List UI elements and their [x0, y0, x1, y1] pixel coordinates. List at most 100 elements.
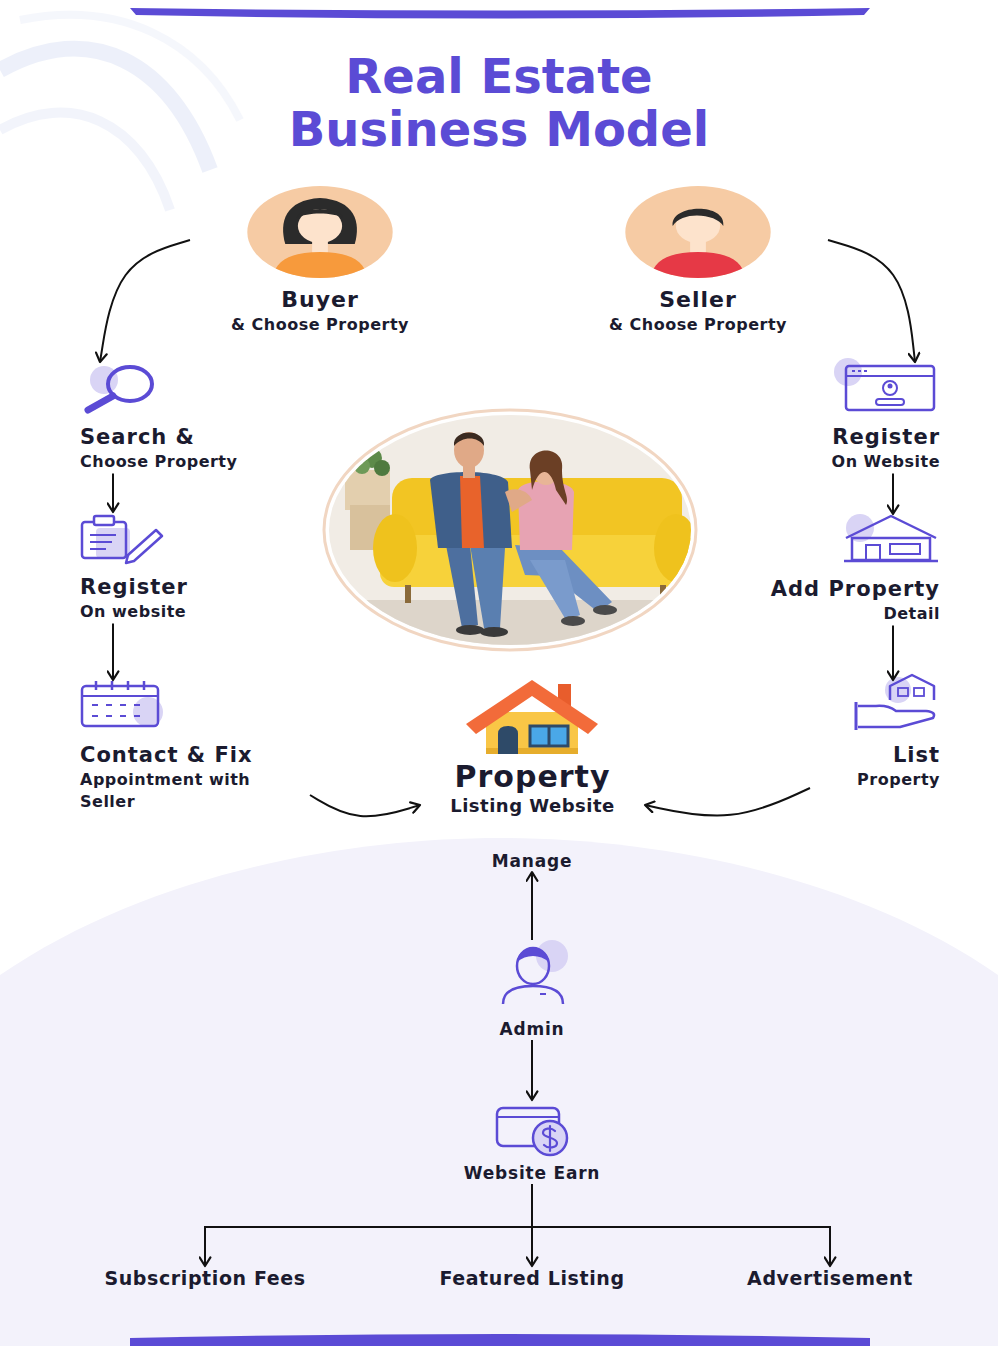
listing-house-icon: [466, 680, 598, 754]
house-icon-part: [846, 516, 936, 538]
couple-photo-part-part: [430, 472, 512, 548]
step-node: RegisterOn website: [80, 512, 310, 623]
couple-photo-part-part: [456, 625, 484, 635]
website-register-icon-part: [883, 381, 897, 395]
node-heading: Seller: [568, 286, 828, 314]
admin-icon-part: [540, 993, 546, 995]
wallet-icon-part: [543, 1126, 557, 1151]
register-icon-part: [94, 516, 114, 525]
step-node: ListProperty: [810, 680, 940, 791]
flow-arrow: [531, 872, 533, 940]
calendar-icon-part: [82, 695, 158, 697]
couple-photo-part-part: [374, 460, 390, 476]
website-register-icon-part: [888, 384, 893, 389]
node-heading: Buyer: [190, 286, 450, 314]
buyer-avatar-part-part: [296, 209, 343, 218]
seller-avatar-part-part: [673, 209, 724, 226]
revenue-stream: Advertisement: [705, 1266, 955, 1291]
node-subtext: & Choose Property: [190, 314, 450, 336]
couple-photo-part-part: [460, 476, 484, 548]
node-heading: Add Property: [710, 576, 940, 603]
register-icon-part: [90, 548, 106, 550]
seller-avatar-part: [651, 209, 746, 282]
search-icon-part: [88, 396, 113, 410]
flow-arrow: [828, 240, 915, 362]
couple-photo-part-part: [530, 451, 567, 506]
couple-photo-part-part: [329, 600, 691, 650]
node-heading: Subscription Fees: [80, 1266, 330, 1291]
person-node: Buyer& Choose Property: [190, 186, 450, 336]
node-subtext: Property: [810, 769, 940, 791]
couple-photo-part-part: [654, 514, 698, 582]
couple-photo-part-part: [454, 432, 484, 468]
background-swirl: [0, 15, 240, 210]
node-subtext: Choose Property: [80, 451, 310, 473]
flow-arrow: [531, 1040, 533, 1100]
couple-photo-part: [324, 410, 696, 650]
seller-avatar-part-part: [690, 240, 706, 254]
list-property-icon-part: [855, 702, 858, 730]
revenue-stream: Featured Listing: [407, 1266, 657, 1291]
node-heading: Register: [710, 424, 940, 451]
node-subtext: Detail: [710, 603, 940, 625]
register-icon-part: [90, 541, 112, 543]
couple-photo-part-part: [354, 458, 370, 474]
step-node: Contact & FixAppointment with Seller: [80, 680, 310, 813]
couple-photo-part: [329, 415, 698, 650]
top-bar: [130, 8, 870, 19]
house-icon: [844, 514, 938, 561]
house-icon-part: [852, 538, 930, 560]
node-heading: Contact & Fix: [80, 742, 310, 769]
calendar-icon-part: [143, 681, 146, 690]
node-heading: Website Earn: [432, 1162, 632, 1184]
node-heading: Advertisement: [705, 1266, 955, 1291]
buyer-avatar-part-part: [283, 198, 357, 244]
admin-icon-part: [517, 949, 549, 963]
listing-house-icon-part: [530, 726, 568, 746]
node-heading: List: [810, 742, 940, 769]
couple-photo: [324, 410, 698, 650]
revenue-stream: Subscription Fees: [80, 1266, 330, 1291]
wallet-icon-part: [497, 1116, 559, 1118]
buyer-avatar: [247, 186, 392, 282]
website-register-icon-part: [846, 375, 934, 377]
list-property-icon-part: [898, 688, 908, 696]
website-register-icon-part: [852, 370, 867, 372]
admin-node: Admin: [462, 940, 602, 1040]
calendar-icon-part: [82, 686, 158, 726]
flow-arrow: [310, 795, 420, 816]
couple-photo-part-part: [505, 489, 532, 512]
buyer-avatar-part-part: [273, 252, 368, 282]
node-subtext: & Choose Property: [568, 314, 828, 336]
platform-node: PropertyListing Website: [420, 678, 645, 817]
house-icon-part: [890, 544, 920, 554]
couple-photo-part-part: [561, 616, 585, 626]
bottom-bar: [130, 1334, 870, 1346]
background-swirl-part: [0, 49, 210, 170]
list-property-icon-part: [858, 706, 934, 727]
couple-photo-part-part: [405, 585, 411, 603]
listing-house-icon-part: [486, 712, 578, 754]
listing-house-icon-part: [466, 680, 598, 734]
flow-arrow: [532, 1184, 830, 1266]
person-node: Seller& Choose Property: [568, 186, 828, 336]
list-property-icon: [856, 675, 934, 730]
couple-photo-part-part: [345, 470, 390, 510]
calendar-icon-part: [95, 681, 98, 690]
background-swirl-part: [20, 15, 240, 120]
couple-photo-part-part: [593, 605, 617, 615]
step-node: Add PropertyDetail: [710, 514, 940, 625]
website-register-icon-part: [876, 399, 904, 405]
node-subtext: Appointment with Seller: [80, 769, 310, 813]
node-heading: Manage: [462, 850, 602, 872]
register-icon-part: [90, 534, 116, 536]
node-heading: Property: [420, 760, 645, 795]
seller-avatar: [625, 186, 770, 282]
flow-arrow: [112, 473, 114, 512]
diagram-title: Real Estate Business Model: [229, 50, 769, 156]
house-icon-part: [866, 545, 880, 560]
admin-icon-part: [517, 948, 549, 984]
calendar-icon-part: [111, 681, 114, 690]
